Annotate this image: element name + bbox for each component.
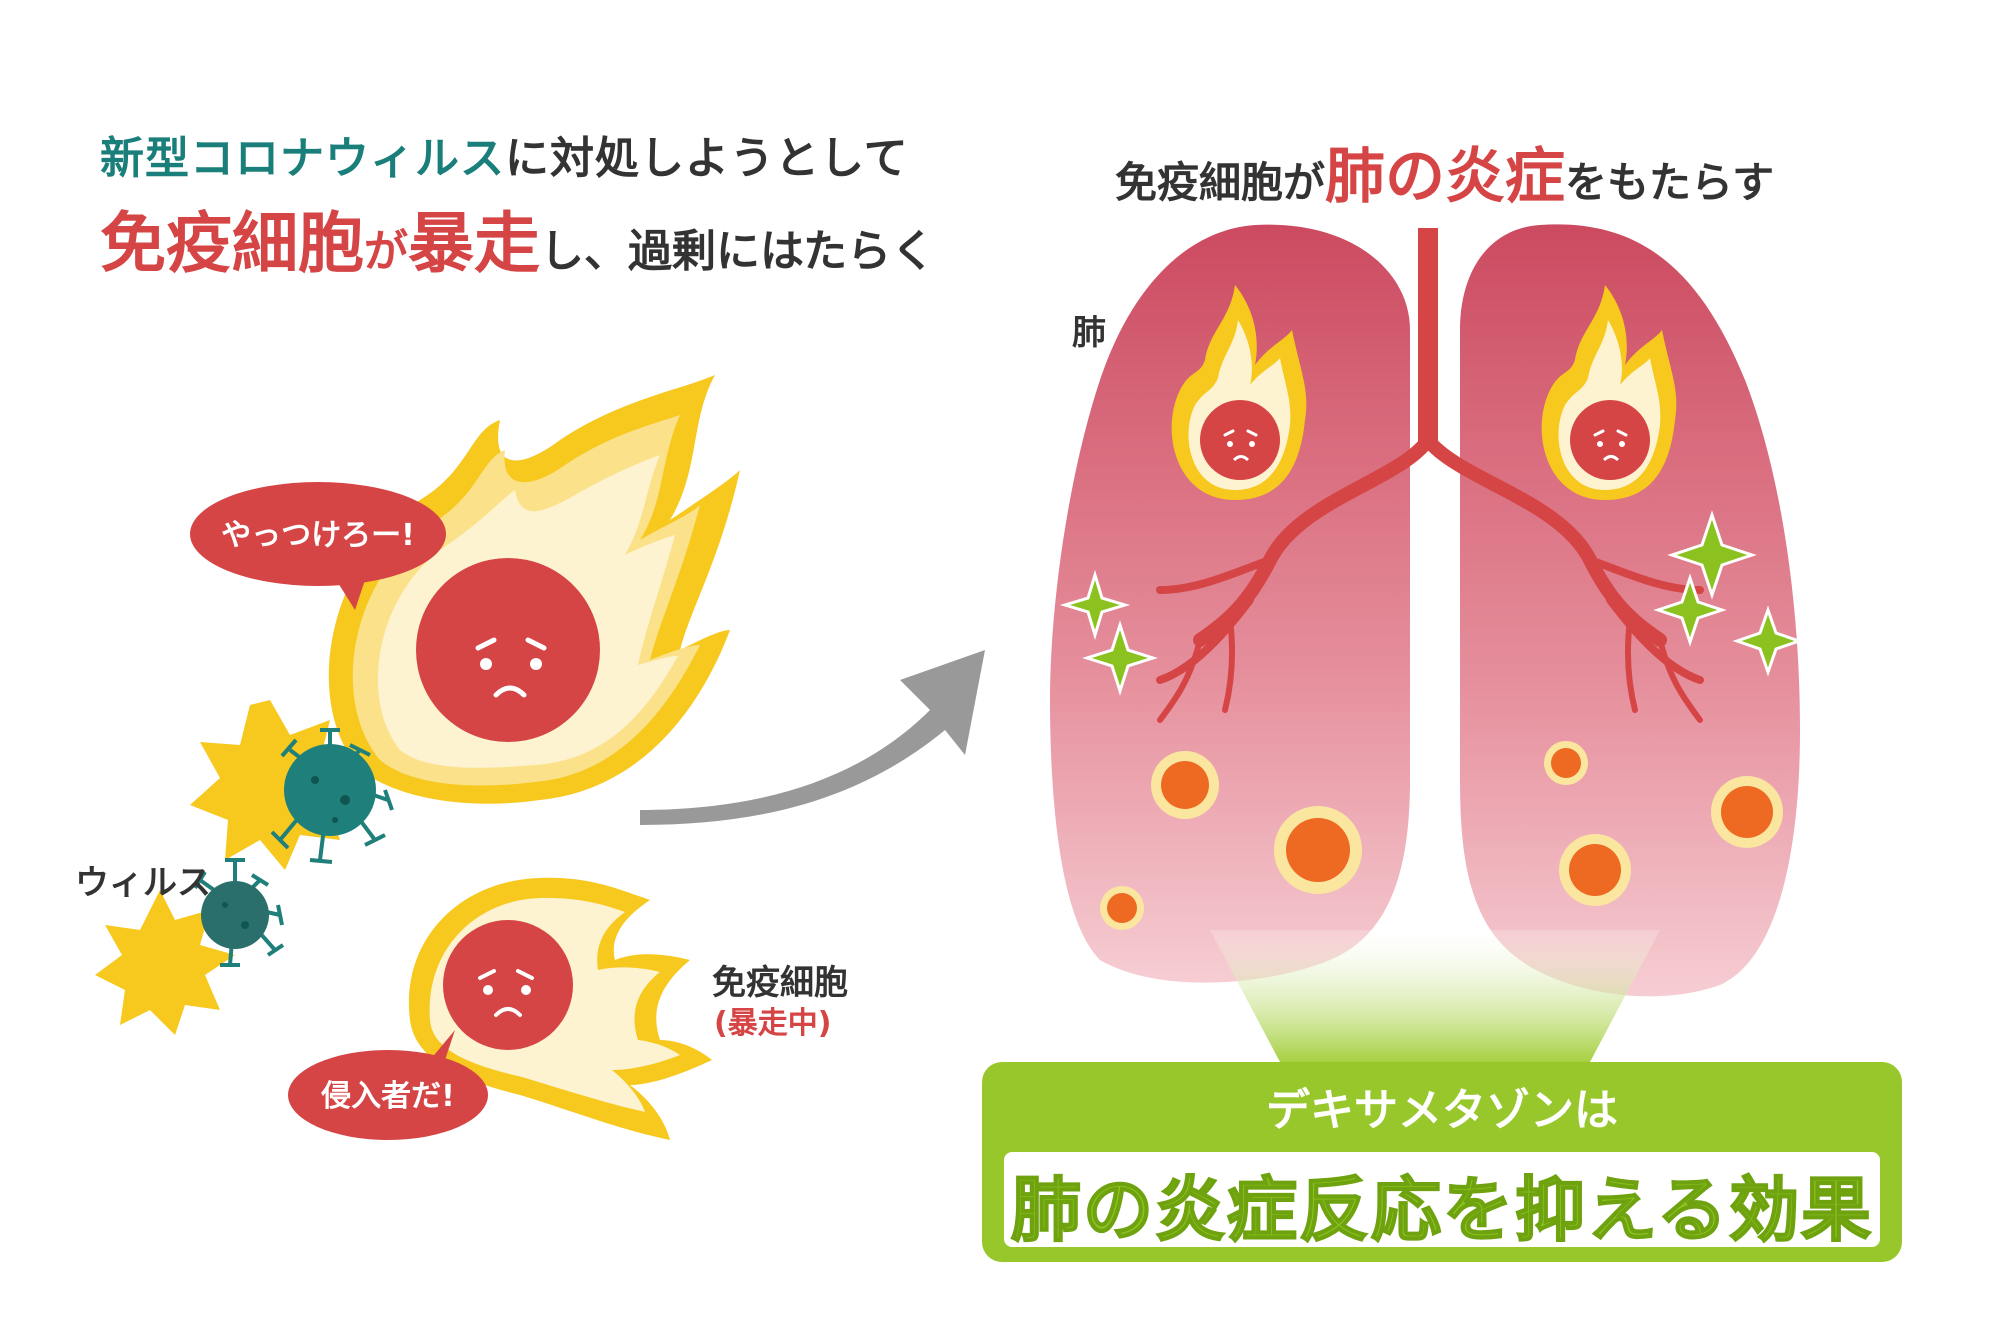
immune-cell-label: 免疫細胞: [712, 963, 848, 1003]
orange-cells: [1100, 741, 1783, 930]
sparkles: [1059, 510, 1804, 696]
callout-top-text: デキサメタゾンは: [1266, 1085, 1618, 1136]
effect-beam: [1210, 930, 1660, 1062]
flame-cell-large: [328, 375, 740, 804]
flame-cell-small: [408, 877, 712, 1140]
virus-group-top: [190, 700, 394, 870]
headline-red-text-1: 免疫細胞: [100, 205, 364, 282]
lungs-illustration: [1050, 224, 1804, 1062]
virus-group-bottom: [95, 858, 285, 1035]
right-title: 免疫細胞が肺の炎症をもたらす: [1115, 128, 1774, 215]
speech-bubble-top: やっつけろー!: [190, 482, 446, 610]
speech-bubble-bottom: 侵入者だ!: [288, 1030, 488, 1140]
immune-illustration: やっつけろー!: [95, 375, 985, 1140]
headline-line1: 新型コロナウィルスに対処しようとして: [100, 122, 909, 186]
lung-label: 肺: [1072, 313, 1106, 353]
headline-ga: が: [364, 226, 408, 277]
lung-flame-right: [1541, 285, 1677, 500]
speech-bottom-text: 侵入者だ!: [320, 1079, 455, 1114]
lung-flame-left: [1171, 285, 1307, 500]
headline-red-text-2: 暴走: [408, 205, 540, 282]
bronchi: [1156, 228, 1704, 723]
headline-line2-rest: し、過剰にはたらく: [540, 226, 936, 277]
callout-inner-box: 肺の炎症反応を抑える効果: [1004, 1152, 1880, 1252]
headline-teal-text: 新型コロナウィルス: [100, 133, 505, 184]
right-title-part1: 免疫細胞が: [1115, 158, 1326, 207]
headline-line2: 免疫細胞が暴走し、過剰にはたらく: [100, 190, 935, 286]
left-lung: [1050, 224, 1410, 983]
arrow-icon: [640, 650, 985, 825]
virus-label: ウィルス: [75, 863, 211, 903]
headline-line1-rest: に対処しようとして: [505, 133, 909, 184]
immune-status-label: (暴走中): [714, 1006, 832, 1041]
dexamethasone-callout: デキサメタゾンは 肺の炎症反応を抑える効果: [982, 1062, 1902, 1262]
callout-main-text: 肺の炎症反応を抑える効果: [1010, 1168, 1873, 1252]
right-title-red: 肺の炎症: [1325, 142, 1566, 212]
speech-top-text: やっつけろー!: [221, 518, 415, 553]
right-title-part2: をもたらす: [1565, 158, 1775, 207]
